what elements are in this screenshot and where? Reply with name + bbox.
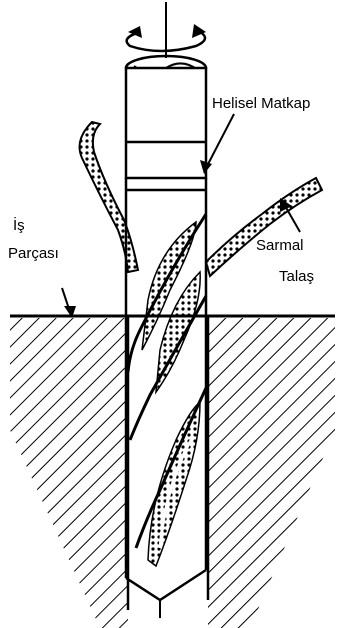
twist-drill — [126, 56, 206, 618]
rotation-arrow-icon — [127, 2, 206, 58]
label-chip-line2: Talaş — [279, 269, 314, 284]
chip-right — [206, 178, 322, 276]
label-chip-line1: Sarmal — [256, 238, 304, 253]
label-twist-drill: Helisel Matkap — [212, 96, 310, 111]
leader-workpiece — [62, 288, 76, 318]
label-workpiece-line1: İş — [13, 218, 25, 233]
label-workpiece-line2: Parçası — [8, 246, 59, 261]
